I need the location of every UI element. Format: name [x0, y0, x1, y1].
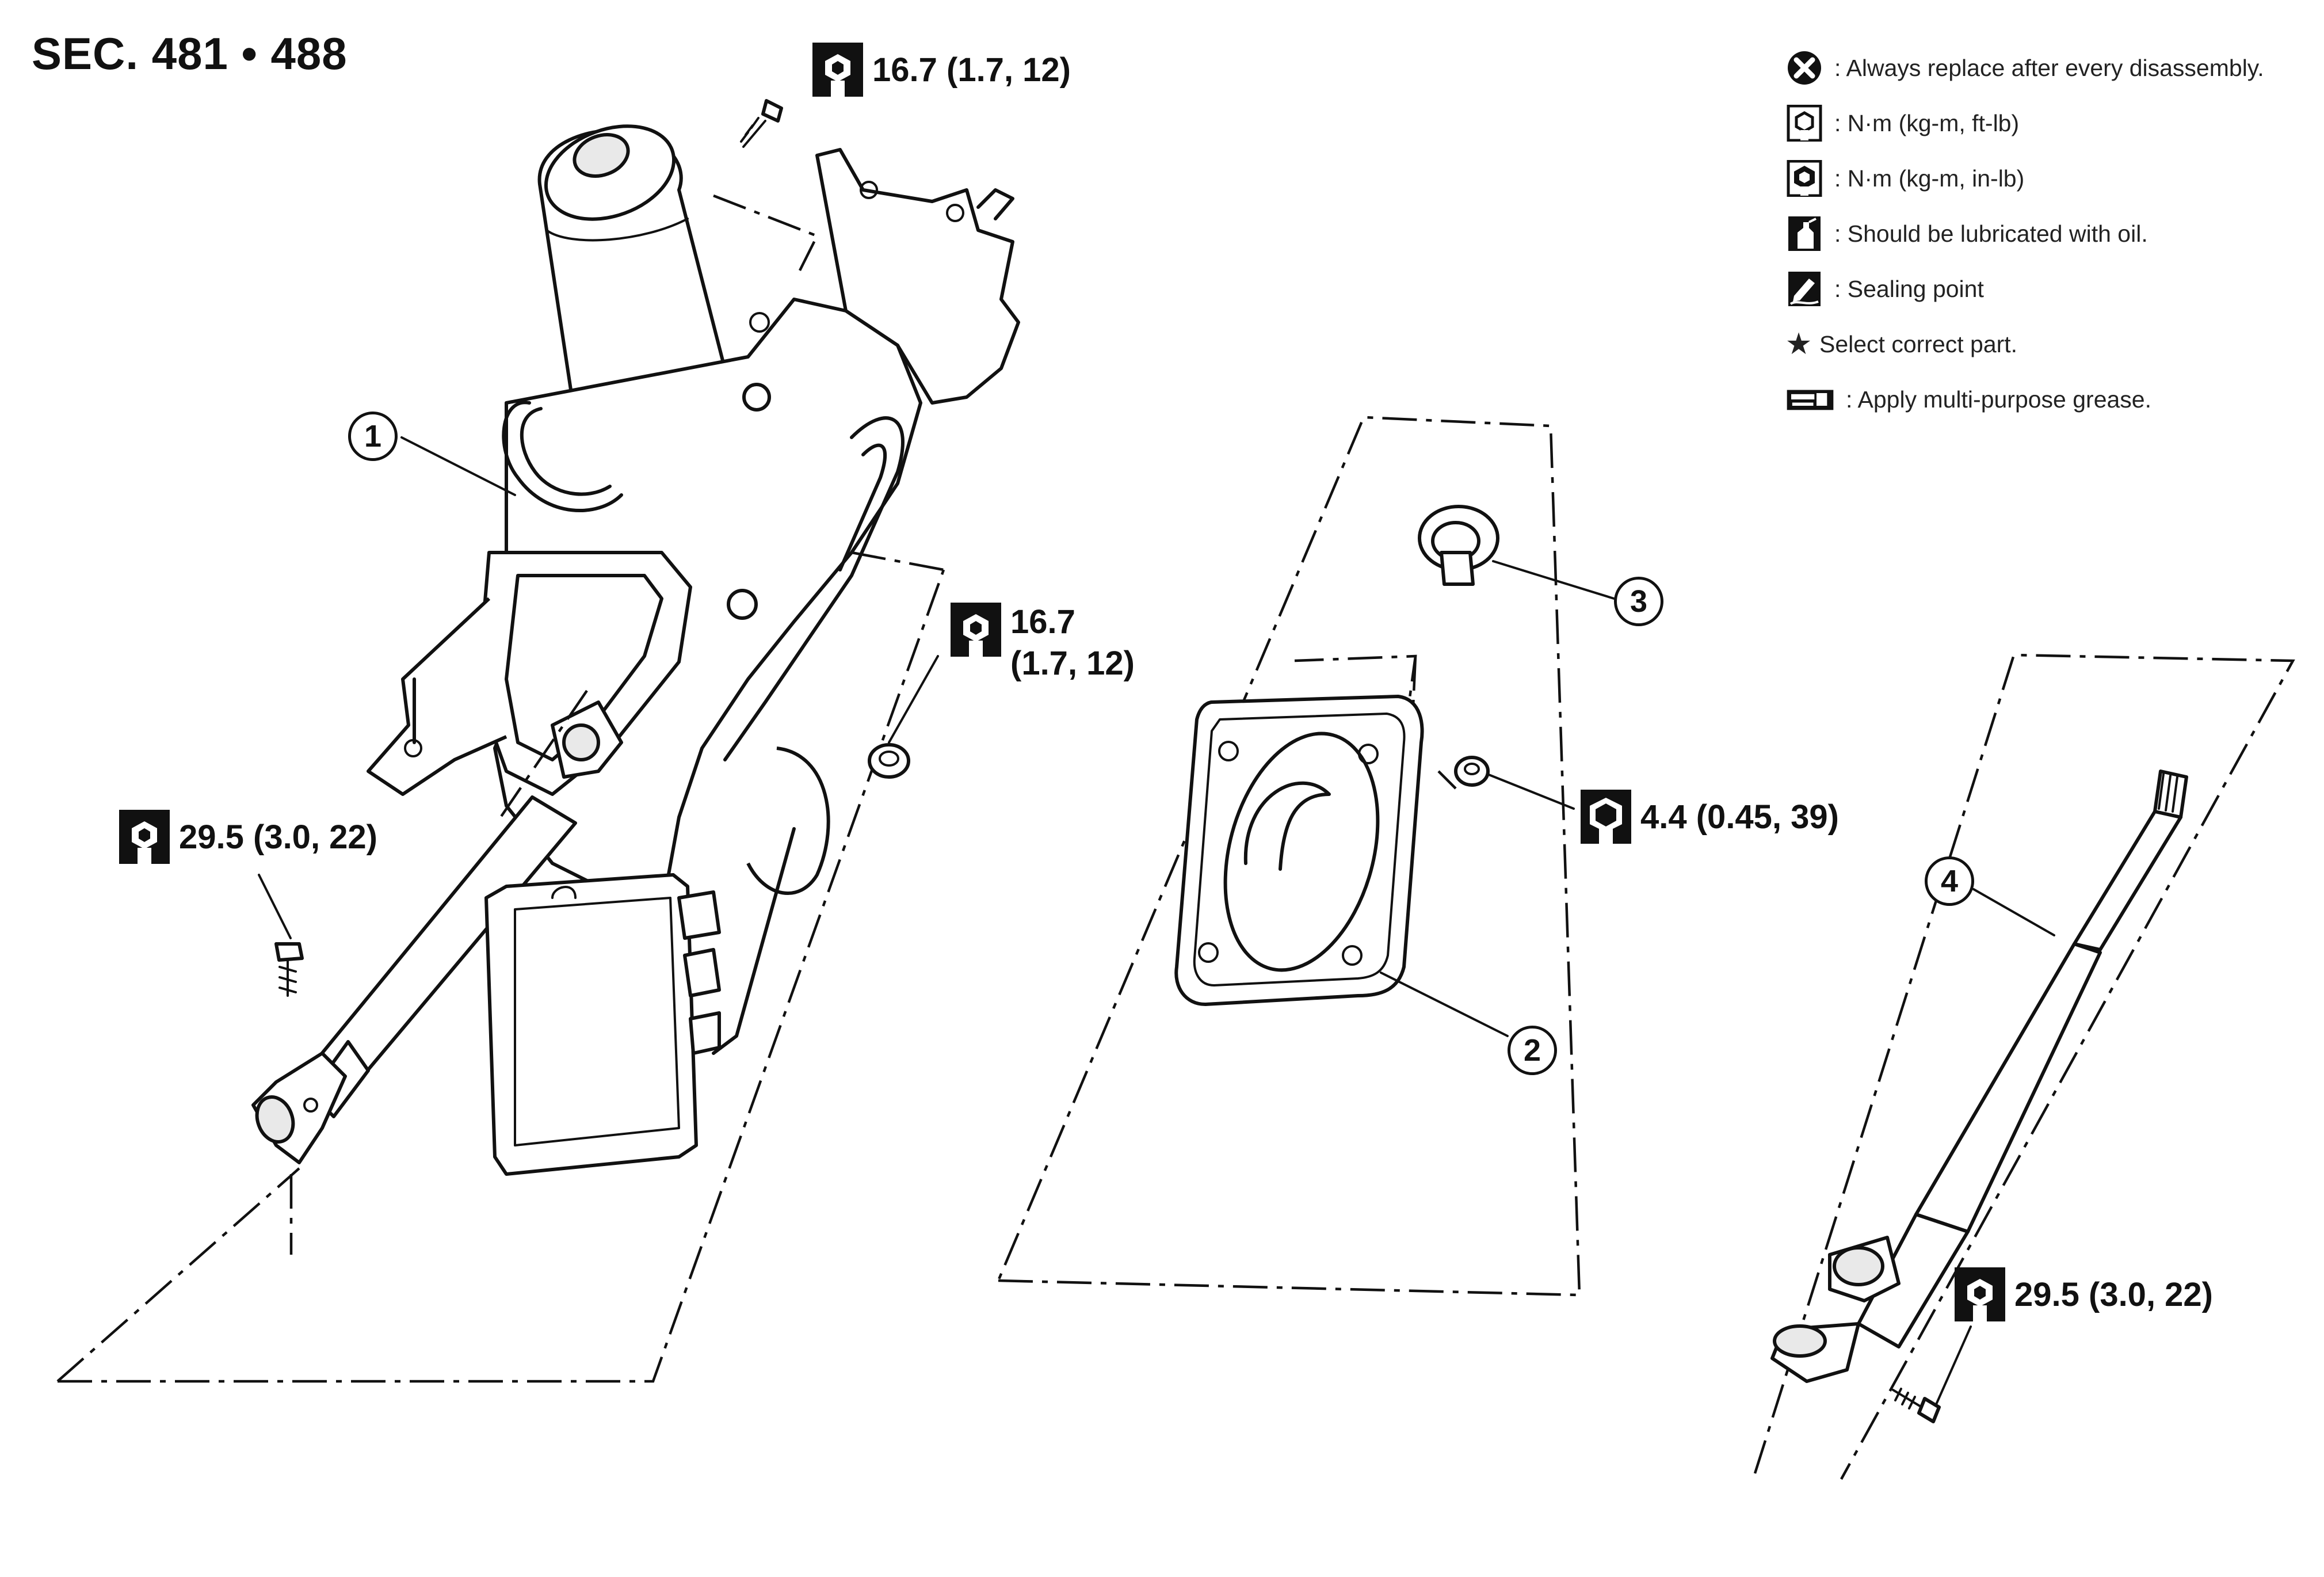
- lower-shaft: [1770, 770, 2188, 1383]
- torque-ft-lb-icon: [119, 810, 170, 865]
- always-replace-icon: [1784, 47, 1825, 89]
- legend-row-select-part: ★ Select correct part.: [1784, 317, 2302, 372]
- callout-1: 1: [348, 412, 398, 461]
- torque-ft-lb-icon: [1955, 1267, 2005, 1323]
- callout-1-leader: [400, 436, 516, 496]
- hole-cover: [1174, 695, 1509, 1037]
- legend-text-torque-in-lb: : N·m (kg-m, in-lb): [1834, 165, 2025, 192]
- torque-value-column-nut-line1: 16.7: [1010, 603, 1075, 641]
- star-icon: ★: [1785, 327, 1812, 361]
- torque-label-column-nut: 16.7 (1.7, 12): [949, 601, 1135, 684]
- sealing-point-icon: [1784, 268, 1825, 310]
- legend-row-torque-in-lb: : N·m (kg-m, in-lb): [1784, 151, 2302, 206]
- legend-text-select-part: Select correct part.: [1819, 330, 2018, 357]
- torque-value-lower-shaft-bolt: 29.5 (3.0, 22): [2014, 1275, 2213, 1313]
- symbol-legend: : Always replace after every disassembly…: [1784, 40, 2302, 427]
- legend-text-torque-ft-lb: : N·m (kg-m, ft-lb): [1834, 109, 2020, 136]
- section-label: SEC. 481 • 488: [32, 28, 348, 79]
- oil-can-icon: [1784, 213, 1825, 254]
- legend-text-sealing: : Sealing point: [1834, 275, 1984, 302]
- grease-icon: [1784, 379, 1837, 420]
- callout-4: 4: [1925, 856, 1974, 906]
- torque-in-lb-icon: [1581, 790, 1631, 845]
- legend-text-grease: : Apply multi-purpose grease.: [1846, 386, 2151, 413]
- legend-row-grease: : Apply multi-purpose grease.: [1784, 372, 2302, 427]
- legend-row-oil: : Should be lubricated with oil.: [1784, 206, 2302, 261]
- torque-ft-lb-icon: [951, 603, 1001, 658]
- callout-3: 3: [1614, 577, 1663, 626]
- shaft-yoke-bolt: [258, 874, 304, 1255]
- grommet-clip: [1418, 505, 1615, 600]
- legend-row-torque-ft-lb: : N·m (kg-m, ft-lb): [1784, 96, 2302, 151]
- torque-value-top-bolt: 16.7 (1.7, 12): [872, 51, 1071, 89]
- steering-column-assembly: [251, 124, 1020, 1176]
- hole-cover-nut: [1454, 756, 1575, 810]
- torque-value-column-nut-line2: (1.7, 12): [1010, 645, 1135, 682]
- torque-in-lb-icon: [1784, 158, 1825, 199]
- torque-label-hole-cover-nut: 4.4 (0.45, 39): [1579, 788, 1839, 845]
- torque-label-top-bolt: 16.7 (1.7, 12): [811, 41, 1071, 98]
- torque-value-yoke-bolt: 29.5 (3.0, 22): [179, 818, 377, 856]
- torque-label-yoke-bolt: 29.5 (3.0, 22): [118, 809, 377, 865]
- lower-shaft-bolt: [1892, 1325, 1972, 1423]
- legend-text-always-replace: : Always replace after every disassembly…: [1834, 54, 2264, 81]
- torque-value-hole-cover-nut: 4.4 (0.45, 39): [1640, 798, 1839, 836]
- legend-row-always-replace: : Always replace after every disassembly…: [1784, 40, 2302, 96]
- torque-ft-lb-icon: [1784, 102, 1825, 144]
- column-mounting-nut: [868, 655, 939, 779]
- callout-2: 2: [1508, 1026, 1557, 1075]
- column-top-bolt: [740, 99, 783, 148]
- legend-row-sealing: : Sealing point: [1784, 261, 2302, 317]
- torque-ft-lb-icon: [812, 43, 863, 98]
- torque-label-lower-shaft-bolt: 29.5 (3.0, 22): [1953, 1266, 2213, 1323]
- legend-text-oil: : Should be lubricated with oil.: [1834, 220, 2148, 247]
